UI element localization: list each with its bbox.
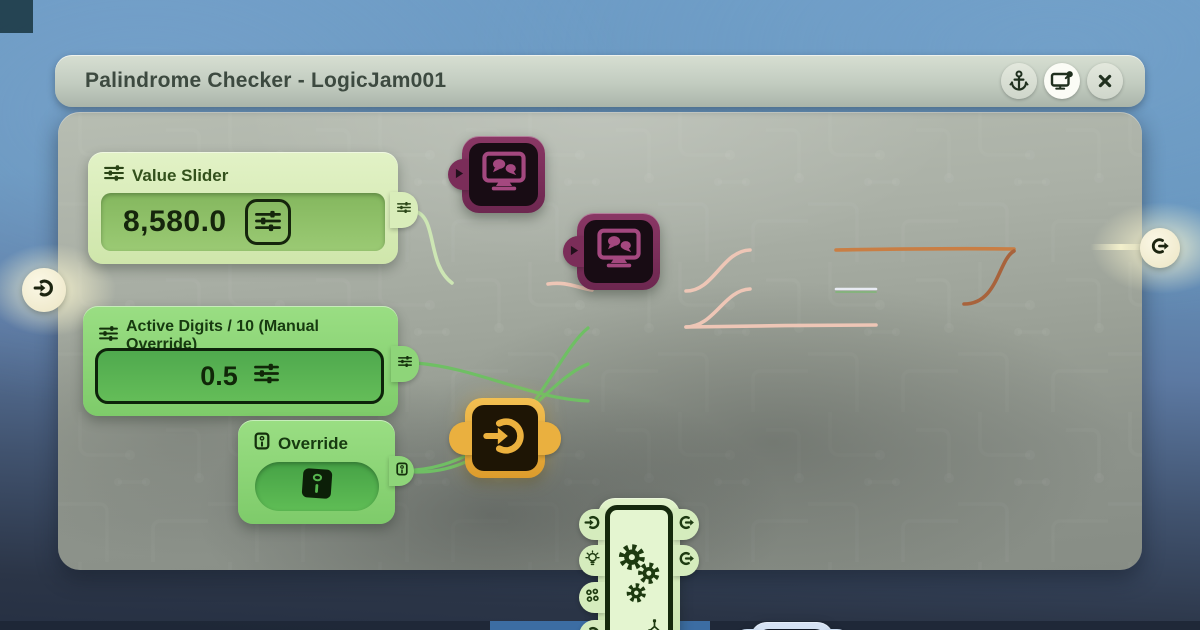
arrow-into-circle-icon [482,413,528,464]
override-toggle[interactable] [255,462,379,511]
port-out-1[interactable] [673,509,699,540]
node-display-message-2[interactable] [563,213,660,290]
sliders-icon [99,325,118,347]
port-out-override[interactable] [389,456,414,486]
sliders-icon [104,164,124,187]
arrow-into-circle-icon [33,277,55,304]
value-slider-display[interactable]: 8,580.0 [101,193,385,251]
port-in-lightbulb[interactable] [579,545,605,576]
port-in-graph-input[interactable] [449,422,473,455]
close-button[interactable] [1087,63,1123,99]
close-icon [1098,74,1112,88]
sliders-icon [254,362,279,390]
toggle-icon [396,462,408,481]
arrow-out-of-circle-icon [678,550,695,572]
toggle-icon [254,432,270,455]
arrow-into-circle-icon [584,514,601,536]
port-out-value-slider[interactable] [390,192,418,228]
node-display-message-1[interactable] [448,136,545,213]
arrow-out-of-circle-icon [678,514,695,536]
window-title: Palindrome Checker - LogicJam001 [85,69,447,92]
node-label: Override [278,433,348,453]
sliders-icon [398,355,412,373]
anchor-button[interactable] [1001,63,1037,99]
anchor-icon [1009,70,1029,92]
node-override[interactable]: Override [238,420,414,524]
node-main-processor[interactable] [579,498,699,630]
value-slider-value: 8,580.0 [123,205,227,238]
port-in-display-1[interactable] [448,159,470,190]
port-in-dots[interactable] [579,582,605,613]
titlebar-buttons [1001,63,1123,99]
node-active-digits[interactable]: Active Digits / 10 (Manual Override) 0.5 [83,306,419,416]
arrow-out-of-circle-icon [1150,236,1170,261]
graph-edge-output-port[interactable] [1140,228,1180,268]
sliders-icon [397,201,411,219]
branch-icon [647,619,662,630]
value-slider-edit-button[interactable] [244,199,291,245]
dots-icon [585,588,600,608]
arrow-into-circle-icon [584,625,601,630]
background-corner-square [0,0,33,33]
window-titlebar[interactable]: Palindrome Checker - LogicJam001 [55,55,1145,107]
monitor-chat-icon [482,151,526,198]
gears-icon [614,535,664,620]
port-in-display-2[interactable] [563,236,585,267]
screen-pin-icon [1050,70,1074,92]
port-in-signal[interactable] [579,509,605,540]
node-graph-input[interactable] [449,398,561,478]
active-digits-display[interactable]: 0.5 [95,348,384,404]
graph-edge-input-port[interactable] [22,268,66,312]
monitor-chat-icon [597,228,641,275]
play-icon [570,243,579,261]
node-value-slider[interactable]: Value Slider 8,580.0 [88,152,418,264]
active-digits-value: 0.5 [200,360,238,391]
sliders-icon [255,209,281,236]
node-label: Value Slider [132,165,229,185]
play-icon [455,166,464,184]
port-out-2[interactable] [673,545,699,576]
screen-pin-button[interactable] [1044,63,1080,99]
rocker-switch-icon [297,464,337,509]
lightbulb-icon [585,550,600,572]
node-wind-chip[interactable] [732,622,852,630]
port-in-signal-2[interactable] [579,620,605,630]
port-out-active-digits[interactable] [391,346,419,382]
